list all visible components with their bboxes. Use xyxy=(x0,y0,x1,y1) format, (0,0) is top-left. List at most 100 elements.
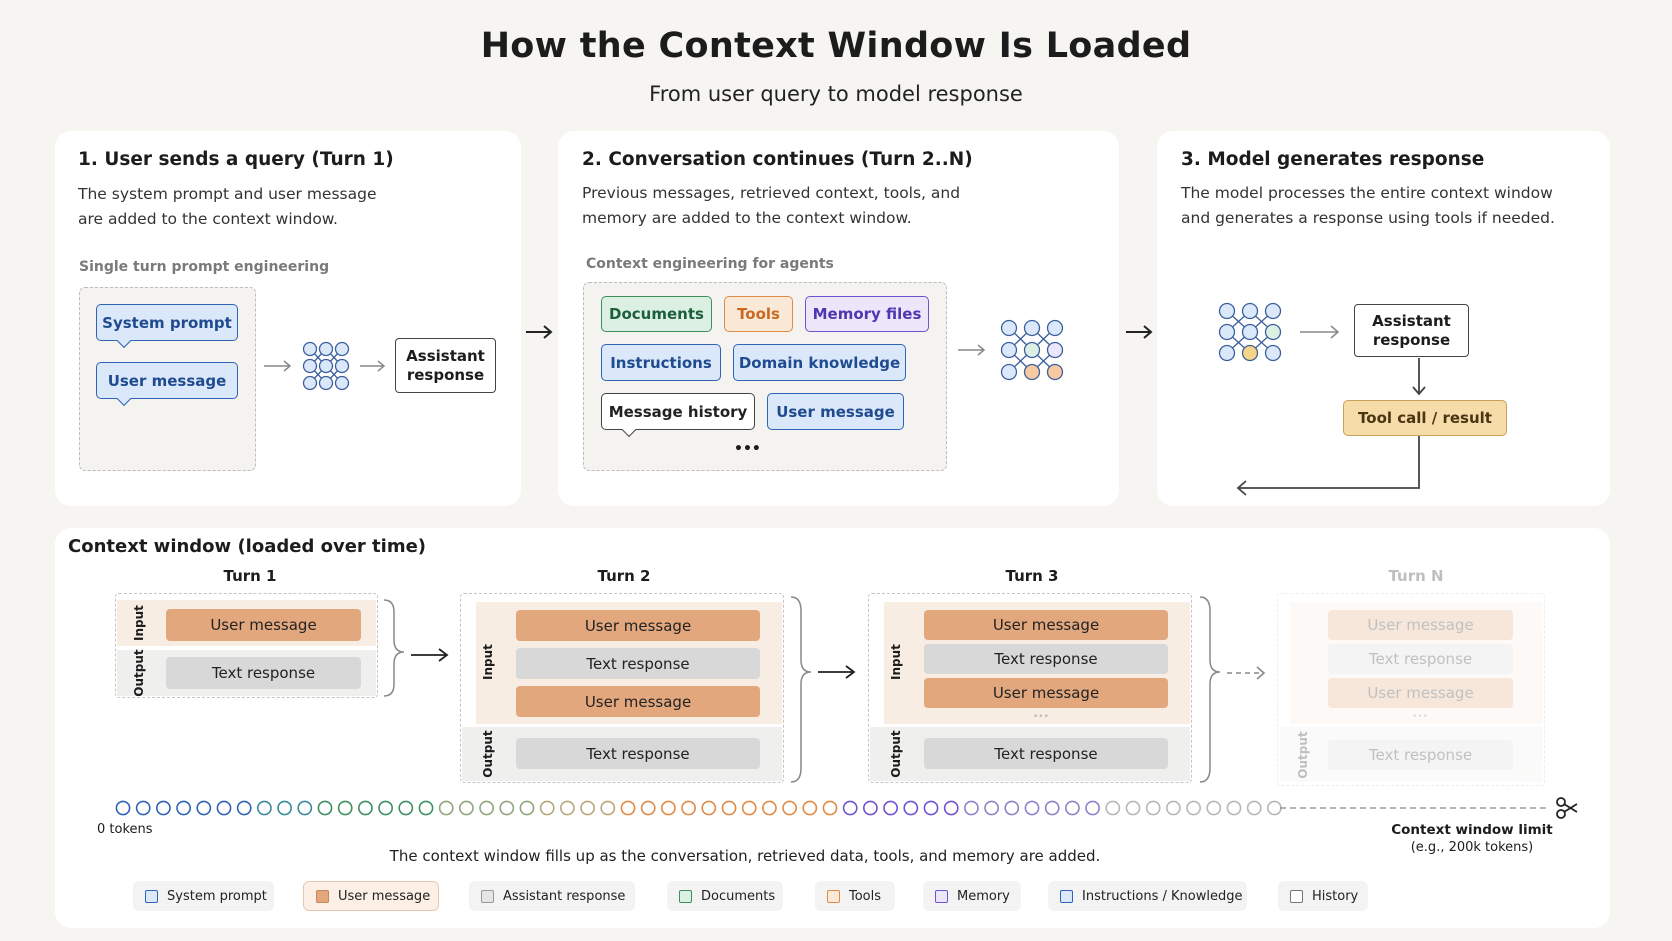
token-dot xyxy=(1105,800,1121,816)
turn2-box xyxy=(460,593,784,783)
legend-swatch xyxy=(679,889,692,903)
system-prompt-bubble: System prompt xyxy=(96,304,238,349)
panel2-desc-2: memory are added to the context window. xyxy=(582,209,912,227)
turn-connectors xyxy=(383,596,1266,783)
token-dot xyxy=(458,800,474,816)
token-dot xyxy=(398,800,414,816)
token-dot xyxy=(196,800,212,816)
context-window-panel xyxy=(55,528,1610,928)
panel1-flow xyxy=(264,341,386,391)
token-dot xyxy=(1206,800,1222,816)
token-dot xyxy=(600,800,616,816)
token-dot xyxy=(135,800,151,816)
arrow-right-icon xyxy=(1126,325,1153,339)
turn3-user-message-2: User message xyxy=(924,678,1168,708)
panel2-desc-1: Previous messages, retrieved context, to… xyxy=(582,184,961,202)
token-dot xyxy=(822,800,838,816)
panel3-desc-1: The model processes the entire context w… xyxy=(1181,184,1553,202)
token-dot xyxy=(519,800,535,816)
token-dot xyxy=(1246,800,1262,816)
token-dot xyxy=(741,800,757,816)
legend-label: History xyxy=(1312,888,1359,904)
token-dot-group xyxy=(115,800,1282,816)
turn3-text-response-2: Text response xyxy=(924,738,1168,769)
token-dot xyxy=(1226,800,1242,816)
panel1-title: 1. User sends a query (Turn 1) xyxy=(78,149,394,170)
token-dot xyxy=(1044,800,1060,816)
legend-swatch xyxy=(145,889,158,903)
token-dot xyxy=(863,800,878,816)
panel2-title: 2. Conversation continues (Turn 2..N) xyxy=(582,149,973,170)
legend-memory: Memory xyxy=(923,881,1021,911)
token-dot xyxy=(1186,800,1201,816)
token-dot xyxy=(802,800,818,816)
turnN-output-band xyxy=(1280,727,1543,782)
panel1-desc-2: are added to the context window. xyxy=(78,210,338,228)
neural-net-icon xyxy=(302,341,350,391)
token-dot xyxy=(580,800,595,816)
token-dot xyxy=(883,800,898,816)
documents-pill: Documents xyxy=(601,296,712,332)
token-dot xyxy=(661,800,676,816)
turnN-box xyxy=(1277,593,1545,786)
token-dot xyxy=(115,800,131,816)
legend-instructions-knowledge: Instructions / Knowledge xyxy=(1048,881,1247,911)
tool-call-pill: Tool call / result xyxy=(1343,400,1507,436)
token-dot xyxy=(640,800,656,816)
legend-swatch xyxy=(1060,889,1073,903)
assistant-line1: Assistant xyxy=(1372,311,1451,330)
token-dot xyxy=(297,800,313,816)
neural-net-icon xyxy=(1000,319,1064,381)
turn3-user-message-1: User message xyxy=(924,610,1168,640)
legend-history: History xyxy=(1278,881,1368,911)
token-dot xyxy=(1166,800,1181,816)
panel2-label: Context engineering for agents xyxy=(586,256,834,272)
turnN-user-message-1: User message xyxy=(1328,610,1513,640)
legend-label: Tools xyxy=(849,888,882,904)
token-dot xyxy=(357,800,373,816)
token-dot xyxy=(943,800,959,816)
turn2-label: Turn 2 xyxy=(597,567,651,585)
page-title: How the Context Window Is Loaded xyxy=(480,26,1192,66)
legend-label: Instructions / Knowledge xyxy=(1082,888,1243,904)
turnN-label: Turn N xyxy=(1388,567,1444,585)
panel3-title: 3. Model generates response xyxy=(1181,149,1485,170)
panel3-flow xyxy=(1218,302,1340,362)
legend-swatch xyxy=(316,889,329,903)
token-dot xyxy=(1145,800,1161,816)
panel3-desc-2: and generates a response using tools if … xyxy=(1181,209,1555,227)
legend-tools: Tools xyxy=(815,881,895,911)
token-dot xyxy=(418,800,434,816)
token-dot xyxy=(559,800,575,816)
token-dot xyxy=(681,800,696,816)
zero-tokens-label: 0 tokens xyxy=(97,822,153,837)
token-dot xyxy=(539,800,555,816)
panel1-desc-1: The system prompt and user message xyxy=(78,185,377,203)
instructions-pill: Instructions xyxy=(601,344,721,381)
turnN-text-response-2: Text response xyxy=(1328,740,1513,770)
tool-loop-arrows xyxy=(1236,358,1426,496)
system-prompt-label: System prompt xyxy=(102,313,232,332)
turn3-text-response-1: Text response xyxy=(924,644,1168,674)
scissors-icon xyxy=(1556,797,1578,819)
token-dot xyxy=(236,800,252,816)
token-dot xyxy=(762,800,777,816)
turn2-text-response-1: Text response xyxy=(516,648,760,679)
token-dot xyxy=(176,800,191,816)
token-dot xyxy=(499,800,515,816)
context-window-title: Context window (loaded over time) xyxy=(68,536,427,557)
token-dot xyxy=(438,800,454,816)
turn3-label: Turn 3 xyxy=(1005,567,1059,585)
message-history-label: Message history xyxy=(608,402,748,421)
turn1-label: Turn 1 xyxy=(223,567,277,585)
turn1-text-response: Text response xyxy=(166,657,361,689)
legend-label: Memory xyxy=(957,888,1010,904)
legend-swatch xyxy=(935,889,948,903)
turnN-ellipsis: ••• xyxy=(1412,712,1428,722)
legend-swatch xyxy=(1290,889,1303,903)
legend-label: Documents xyxy=(701,888,776,904)
page-subtitle: From user query to model response xyxy=(649,82,1023,106)
token-dot xyxy=(842,800,858,816)
user-message-bubble: User message xyxy=(96,362,238,407)
assistant-line2: response xyxy=(406,365,485,384)
